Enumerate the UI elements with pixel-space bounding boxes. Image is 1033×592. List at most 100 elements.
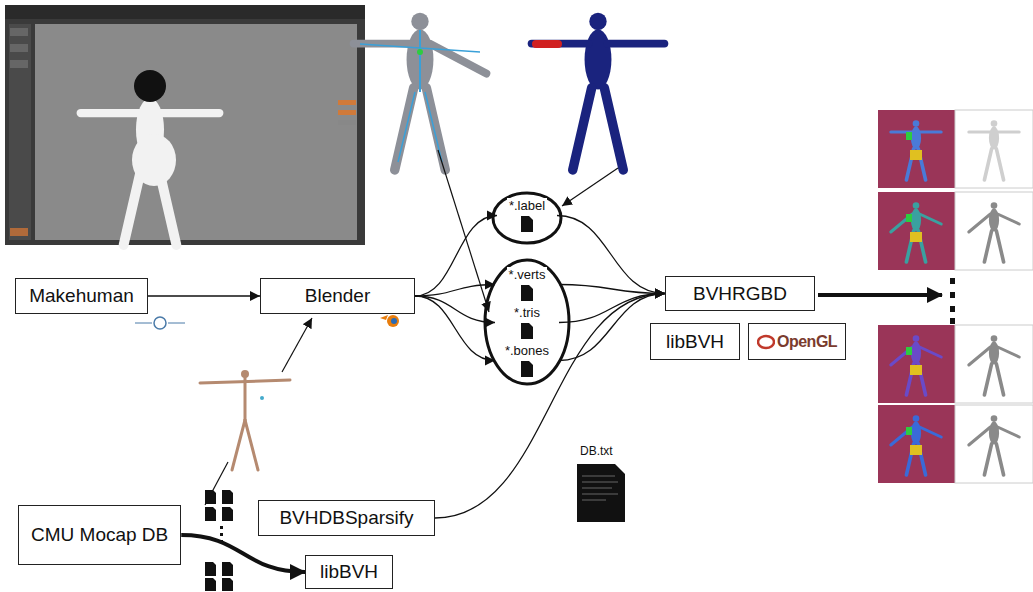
box-label: Makehuman bbox=[29, 285, 134, 307]
box-label: Blender bbox=[305, 285, 371, 307]
figure-arm bbox=[920, 214, 942, 224]
figure-arm bbox=[920, 427, 942, 437]
label-render bbox=[878, 110, 955, 188]
makehuman-logo bbox=[135, 317, 185, 329]
figure-leg bbox=[984, 231, 991, 262]
file-name: *.label bbox=[507, 198, 547, 213]
opengl-swirl bbox=[757, 333, 775, 351]
library-box: libBVH bbox=[650, 323, 740, 360]
box-label: BVHDBSparsify bbox=[279, 507, 413, 529]
human-figure bbox=[969, 202, 1019, 262]
figure-arm bbox=[998, 131, 1020, 134]
human-figure bbox=[891, 335, 941, 395]
figure-head bbox=[589, 13, 606, 30]
file-group-outline bbox=[493, 193, 561, 243]
labelled-part bbox=[910, 150, 922, 160]
figure-arm bbox=[891, 347, 913, 365]
swirl bbox=[758, 336, 774, 348]
human-figure bbox=[969, 335, 1019, 395]
figure-leg bbox=[996, 364, 1003, 395]
figure-arm bbox=[891, 214, 913, 232]
depth-render bbox=[955, 325, 1033, 403]
file-icon-shape bbox=[521, 285, 533, 301]
figure-head bbox=[991, 202, 998, 209]
blender-logo bbox=[380, 315, 399, 327]
figure-head bbox=[991, 120, 998, 127]
figure-head bbox=[913, 120, 920, 127]
figure-leg bbox=[426, 88, 445, 170]
database-box: CMU Mocap DB bbox=[18, 505, 181, 565]
labelled-part bbox=[906, 427, 912, 435]
human-figure bbox=[969, 415, 1019, 475]
label-render bbox=[878, 325, 955, 403]
figure-torso bbox=[989, 422, 999, 445]
figure-leg bbox=[984, 149, 991, 180]
human-figure bbox=[532, 13, 665, 170]
bone bbox=[200, 380, 290, 383]
human-figure bbox=[81, 70, 220, 245]
depth-render bbox=[955, 405, 1033, 483]
figure-torso bbox=[911, 127, 921, 150]
labelled-part bbox=[910, 365, 922, 375]
figure-head bbox=[411, 13, 428, 30]
bone bbox=[419, 30, 421, 92]
depth-render bbox=[955, 192, 1033, 270]
figure-arm bbox=[920, 347, 942, 357]
file-node: *.verts bbox=[495, 267, 559, 302]
figure-torso bbox=[911, 209, 921, 232]
labelled-part bbox=[906, 214, 912, 222]
document-icon bbox=[577, 464, 625, 522]
human-figure bbox=[891, 202, 941, 262]
labelled-part bbox=[906, 132, 912, 140]
figure-arm bbox=[81, 109, 140, 117]
connector bbox=[559, 285, 665, 294]
connector bbox=[415, 285, 495, 297]
figure-head bbox=[991, 335, 998, 342]
figure-torso bbox=[585, 29, 612, 89]
figure-hair bbox=[134, 70, 166, 102]
figure-leg bbox=[395, 88, 414, 170]
figure-head bbox=[913, 202, 920, 209]
joint bbox=[260, 396, 264, 400]
rendered-frames bbox=[878, 110, 1033, 483]
file-icon bbox=[520, 322, 534, 340]
figure-arm bbox=[920, 131, 942, 134]
connector bbox=[181, 535, 305, 572]
figure-arm bbox=[969, 427, 991, 445]
figure-head bbox=[913, 415, 920, 422]
labelled-part bbox=[910, 232, 922, 242]
figure-leg bbox=[996, 444, 1003, 475]
figure-arm bbox=[998, 347, 1020, 357]
figure-leg bbox=[984, 444, 991, 475]
figures bbox=[81, 13, 665, 470]
bone bbox=[398, 92, 415, 162]
bone bbox=[245, 420, 258, 470]
figure-leg bbox=[984, 364, 991, 395]
process-box: BVHRGBD bbox=[665, 276, 815, 311]
figure-leg bbox=[996, 149, 1003, 180]
skeleton bbox=[200, 370, 290, 470]
file-name: *.verts bbox=[507, 267, 548, 282]
leader-arrow bbox=[562, 168, 618, 206]
connector bbox=[435, 294, 665, 519]
box-label: libBVH bbox=[666, 331, 724, 353]
process-box: BVHDBSparsify bbox=[258, 500, 435, 536]
screenshot bbox=[5, 5, 365, 245]
box-label: CMU Mocap DB bbox=[31, 524, 168, 546]
process-box: Blender bbox=[260, 278, 415, 314]
figure-arm bbox=[969, 214, 991, 232]
file-node: *.label bbox=[497, 198, 557, 233]
figure-arm bbox=[160, 109, 219, 117]
file-icon-shape bbox=[521, 361, 533, 377]
figure-arm bbox=[429, 44, 486, 74]
figure-arm bbox=[891, 427, 913, 445]
file-label: DB.txt bbox=[578, 444, 615, 458]
file-node: *.tris bbox=[495, 305, 559, 340]
leader-arrow bbox=[282, 318, 312, 372]
figure-leg bbox=[604, 88, 623, 170]
figure-leg bbox=[996, 231, 1003, 262]
bone bbox=[232, 420, 245, 470]
logo-text: OpenGL bbox=[777, 333, 837, 351]
figure-torso bbox=[989, 342, 999, 365]
